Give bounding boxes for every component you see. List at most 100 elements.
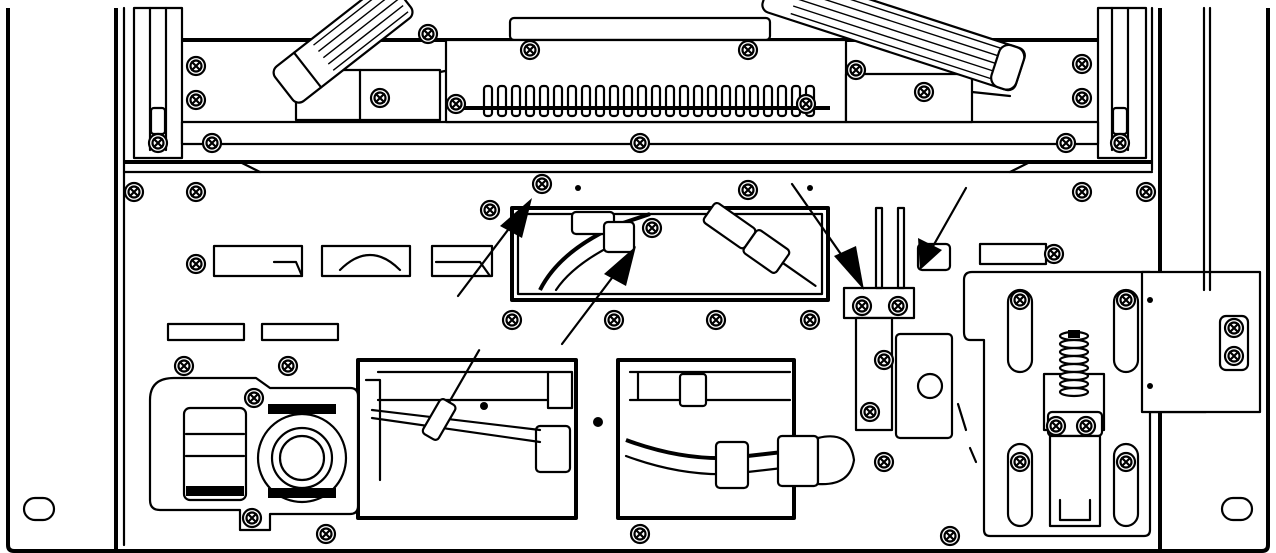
screw <box>1071 53 1093 75</box>
spring-coil <box>1058 346 1090 358</box>
screw <box>939 525 961 547</box>
screw <box>201 132 223 154</box>
screw <box>1223 317 1245 339</box>
screw <box>1009 451 1031 473</box>
spring-coil <box>1058 338 1090 350</box>
screw <box>799 309 821 331</box>
screw <box>1071 181 1093 203</box>
screw <box>369 87 391 109</box>
screw <box>1043 243 1065 265</box>
screw <box>185 253 207 275</box>
screw <box>737 39 759 61</box>
heatsink-fin <box>692 84 704 118</box>
screw <box>243 387 265 409</box>
centre-fitting <box>702 201 817 287</box>
heatsink-fin <box>580 84 592 118</box>
spring-coil <box>1058 386 1090 398</box>
screw <box>501 309 523 331</box>
screw <box>1223 345 1245 367</box>
hose-fitting-left <box>421 349 481 441</box>
mounting-slot-right <box>1220 496 1254 522</box>
screw <box>737 179 759 201</box>
screw <box>641 217 663 239</box>
heatsink-fin <box>664 84 676 118</box>
screw <box>531 173 553 195</box>
screw-group <box>123 23 1245 547</box>
right-rail <box>1096 6 1148 160</box>
heatsink-fin <box>496 84 508 118</box>
spring-coil <box>1058 370 1090 382</box>
heatsink-fin <box>776 84 788 118</box>
screw <box>873 349 895 371</box>
screw <box>845 59 867 81</box>
plunger <box>1048 434 1102 528</box>
mounting-slot-left <box>22 496 56 522</box>
heatsink-fin <box>594 84 606 118</box>
screw <box>1045 415 1067 437</box>
screw <box>1071 87 1093 109</box>
screw <box>887 295 909 317</box>
screw <box>603 309 625 331</box>
centre-window <box>510 206 830 302</box>
screw <box>123 181 145 203</box>
screw <box>185 181 207 203</box>
compression-spring <box>1058 330 1090 398</box>
screw <box>1055 132 1077 154</box>
heatsink-fin <box>552 84 564 118</box>
heatsink-fin <box>482 84 494 118</box>
heatsink-fin <box>608 84 620 118</box>
screw <box>873 451 895 473</box>
heatsink-fin <box>622 84 634 118</box>
upper-bay <box>122 0 1154 174</box>
screw <box>173 355 195 377</box>
screw <box>1135 181 1157 203</box>
screw <box>1115 289 1137 311</box>
heatsink-fin <box>636 84 648 118</box>
callout-arrow-4 <box>930 186 968 250</box>
screw <box>1075 415 1097 437</box>
screw <box>1109 132 1131 154</box>
front-panel <box>148 6 1262 538</box>
screw <box>795 93 817 115</box>
heatsink-fin <box>762 84 774 118</box>
slot-6 <box>978 242 1048 266</box>
screw <box>705 309 727 331</box>
screw <box>277 355 299 377</box>
screw <box>1009 289 1031 311</box>
screw <box>519 39 541 61</box>
screw <box>315 523 337 545</box>
callout-arrows <box>456 182 968 346</box>
screw <box>1115 451 1137 473</box>
screw <box>445 93 467 115</box>
right-bracket <box>844 72 974 124</box>
heatsink-fin <box>734 84 746 118</box>
heatsink-fin <box>566 84 578 118</box>
heatsink-fin <box>748 84 760 118</box>
top-plate <box>508 16 772 42</box>
screw <box>417 23 439 45</box>
right-cylinder <box>761 0 1026 92</box>
heatsink-fin <box>510 84 522 118</box>
screw <box>913 81 935 103</box>
screw <box>859 401 881 423</box>
screw <box>851 295 873 317</box>
screw <box>479 199 501 221</box>
heatsink-fin <box>720 84 732 118</box>
heatsink-fin <box>706 84 718 118</box>
heatsink-fin <box>650 84 662 118</box>
rocker-switch[interactable] <box>182 406 248 502</box>
screw <box>629 132 651 154</box>
screw <box>185 89 207 111</box>
spring-coil <box>1058 354 1090 366</box>
slot-4 <box>166 322 246 342</box>
heatsink-fin <box>678 84 690 118</box>
heatsink-fin <box>524 84 536 118</box>
spring-coil <box>1058 362 1090 374</box>
screw <box>185 55 207 77</box>
screw <box>147 132 169 154</box>
slot-2 <box>320 244 412 278</box>
screw <box>241 507 263 529</box>
spring-coil <box>1058 378 1090 390</box>
